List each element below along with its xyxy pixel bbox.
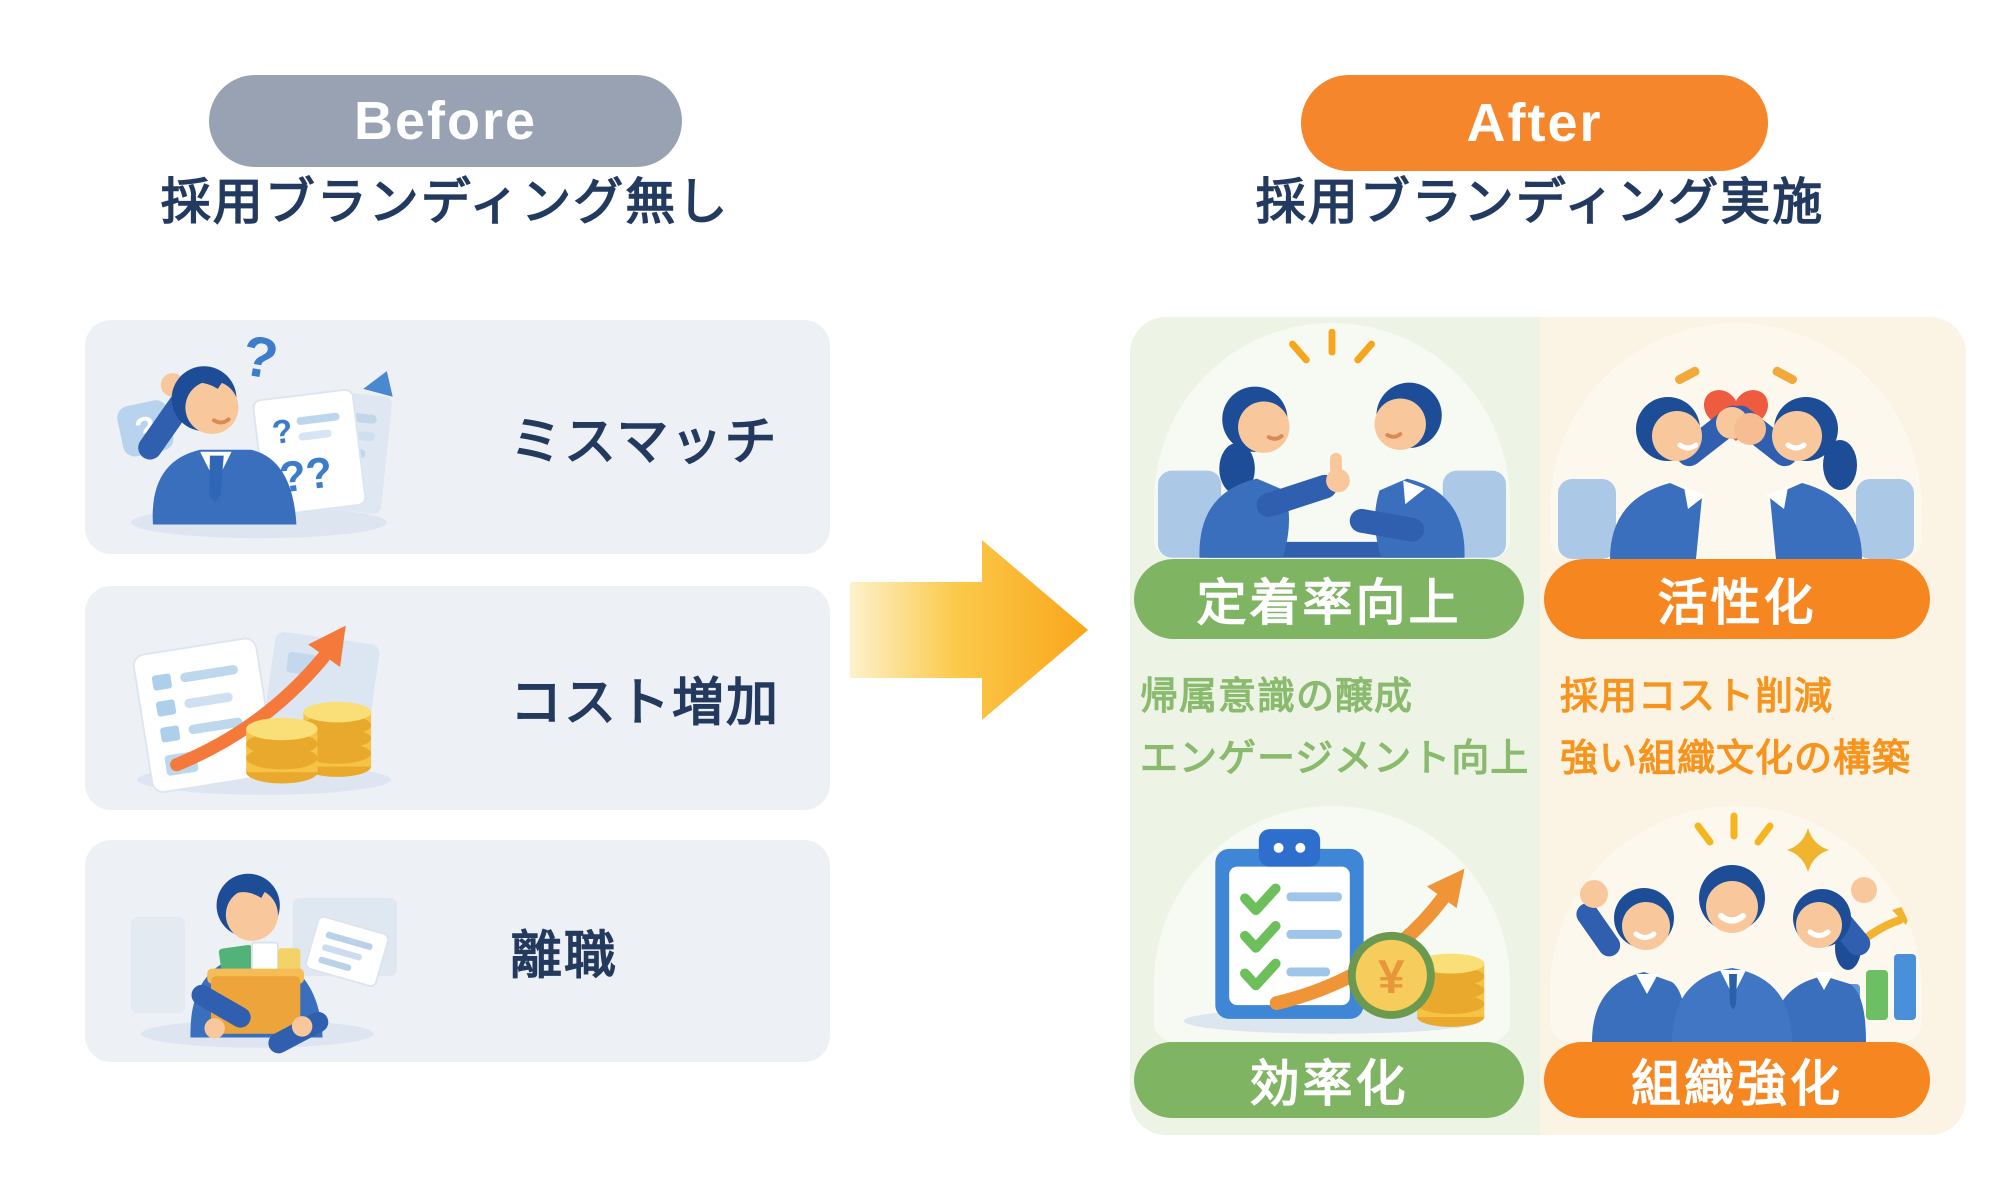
before-after-right-arrow <box>850 540 1088 720</box>
coin-stack-back <box>246 701 372 784</box>
checklist-yen-coin-illustration: ¥ <box>1183 829 1485 1034</box>
benefit-line: 採用コスト削減 <box>1560 676 1834 718</box>
before-card-label: 離職 <box>510 927 619 986</box>
after-badge: After <box>1301 75 1768 171</box>
after-heading: 採用ブランディング実施 <box>1255 174 1825 230</box>
after-pill-organization: 組織強化 <box>1544 1042 1930 1118</box>
after-pill-retention: 定着率向上 <box>1134 559 1524 639</box>
before-card-label: コスト増加 <box>510 674 781 733</box>
before-card-cost: コスト増加 <box>85 586 830 810</box>
before-heading: 採用ブランディング無し <box>160 174 730 230</box>
benefit-line: 帰属意識の醸成 <box>1140 676 1414 718</box>
after-quadrant-retention <box>1154 323 1510 559</box>
svg-text:¥: ¥ <box>1378 951 1405 1004</box>
cheering-team-chart-illustration <box>1576 812 1916 1042</box>
rising-cost-coins-illustration <box>132 625 391 795</box>
before-badge: Before <box>209 75 682 167</box>
benefit-line: エンゲージメント向上 <box>1140 738 1530 780</box>
after-quadrant-efficiency: ¥ <box>1154 806 1510 1042</box>
after-quadrant-organization <box>1550 806 1922 1042</box>
after-benefits-green: 帰属意識の醸成 エンゲージメント向上 <box>1140 666 1529 790</box>
before-card-turnover: 離職 <box>85 840 830 1062</box>
before-card-label: ミスマッチ <box>510 413 779 472</box>
fist-bump-heart-illustration <box>1558 366 1914 559</box>
confused-employee-illustration: ? ?? ? ? <box>117 324 393 539</box>
one-on-one-talk-illustration <box>1157 328 1507 558</box>
after-pill-efficiency: 効率化 <box>1134 1042 1524 1118</box>
svg-text:?: ? <box>270 413 295 452</box>
after-benefits-orange: 採用コスト削減 強い組織文化の構築 <box>1560 666 1911 790</box>
after-quadrant-activation <box>1550 323 1922 559</box>
benefit-line: 強い組織文化の構築 <box>1560 738 1912 780</box>
before-card-mismatch: ? ?? ? ? ミスマッチ <box>85 320 830 554</box>
svg-text:?: ? <box>237 324 282 392</box>
after-pill-activation: 活性化 <box>1544 559 1930 639</box>
leaving-employee-box-illustration <box>130 873 398 1054</box>
